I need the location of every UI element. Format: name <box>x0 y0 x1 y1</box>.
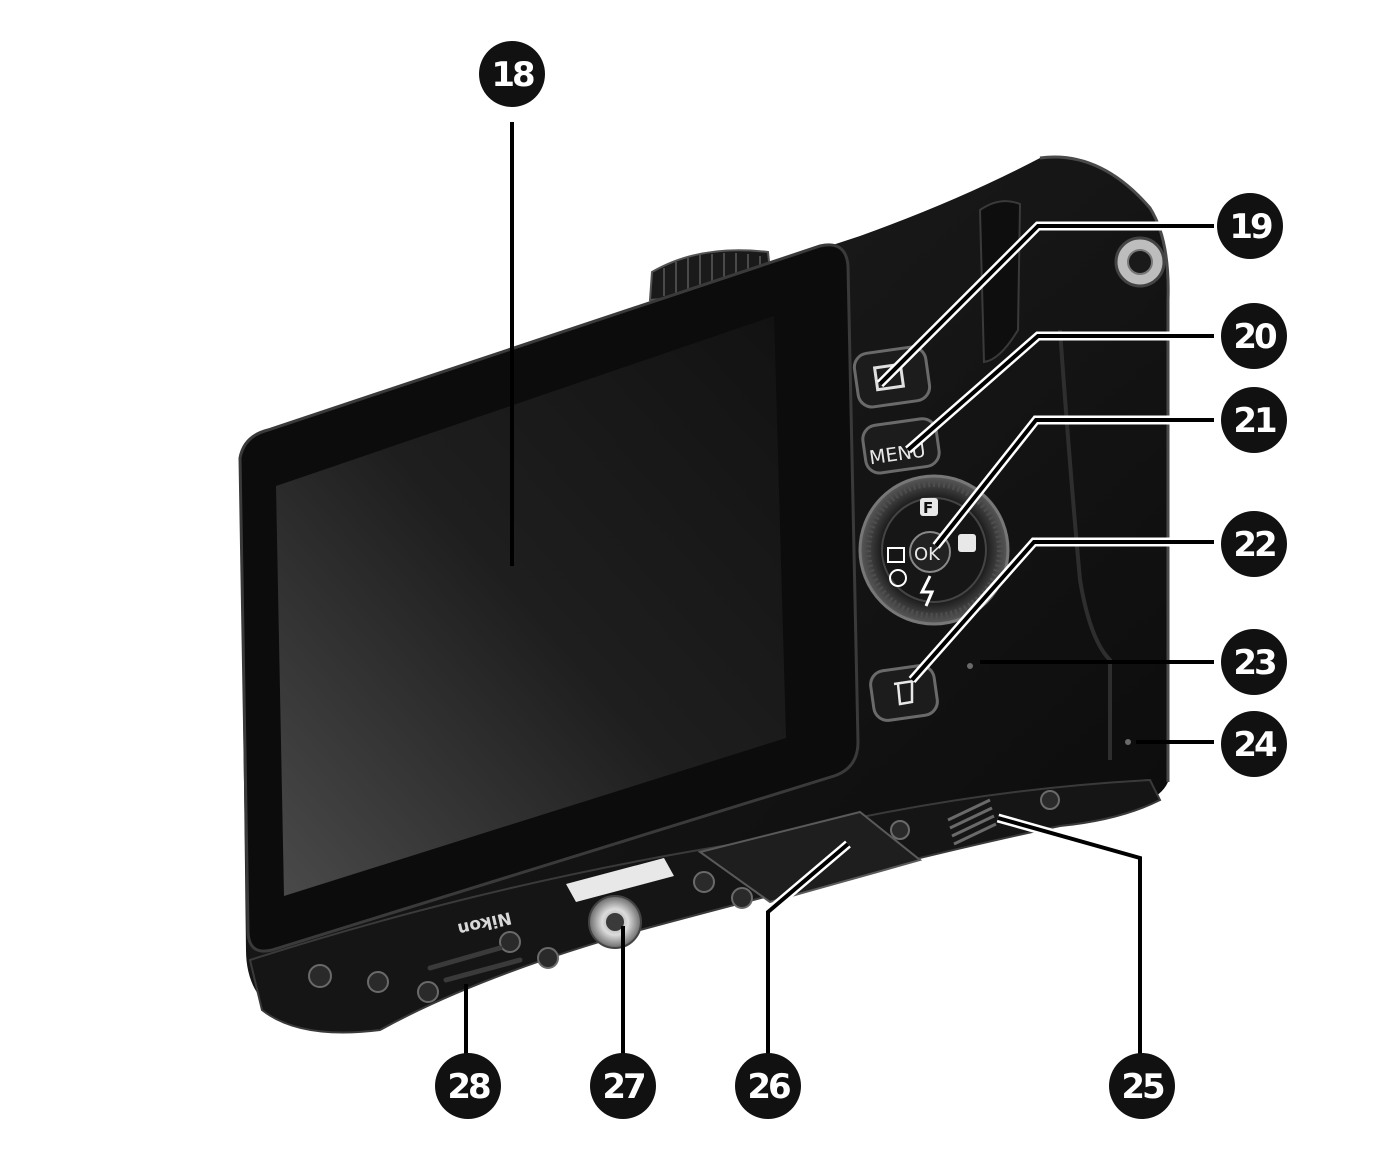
callout-24-label: 24 <box>1233 725 1277 765</box>
callout-28-label: 28 <box>447 1067 490 1107</box>
callout-25-label: 25 <box>1121 1067 1164 1107</box>
connector-cover <box>1125 739 1131 745</box>
callout-26-label: 26 <box>747 1067 790 1107</box>
callout-27: 27 <box>590 1053 656 1119</box>
callout-23: 23 <box>1221 629 1287 695</box>
monitor <box>238 243 860 953</box>
callout-20: 20 <box>1221 303 1287 369</box>
callout-18-label: 18 <box>491 55 534 95</box>
callout-26: 26 <box>735 1053 801 1119</box>
callout-28: 28 <box>435 1053 501 1119</box>
delete-button[interactable] <box>869 664 939 722</box>
callout-20-label: 20 <box>1233 317 1277 357</box>
callout-22-label: 22 <box>1233 525 1275 565</box>
callout-23-label: 23 <box>1233 643 1275 683</box>
callout-22: 22 <box>1221 511 1287 577</box>
menu-button[interactable]: MENU <box>861 417 941 475</box>
callout-18: 18 <box>479 41 545 107</box>
callout-19: 19 <box>1217 193 1283 259</box>
indicator-lamp <box>967 663 973 669</box>
ok-button-label: OK <box>914 544 941 565</box>
leader-lines <box>464 122 1214 1060</box>
callout-24: 24 <box>1221 711 1287 777</box>
rotary-multi-selector[interactable]: F OK <box>858 474 1010 626</box>
callout-21: 21 <box>1221 387 1287 453</box>
callout-19-label: 19 <box>1229 207 1272 247</box>
dial-top-glyph: F <box>923 499 933 517</box>
callout-25: 25 <box>1109 1053 1175 1119</box>
callout-21-label: 21 <box>1233 401 1276 441</box>
callout-27-label: 27 <box>602 1067 644 1107</box>
